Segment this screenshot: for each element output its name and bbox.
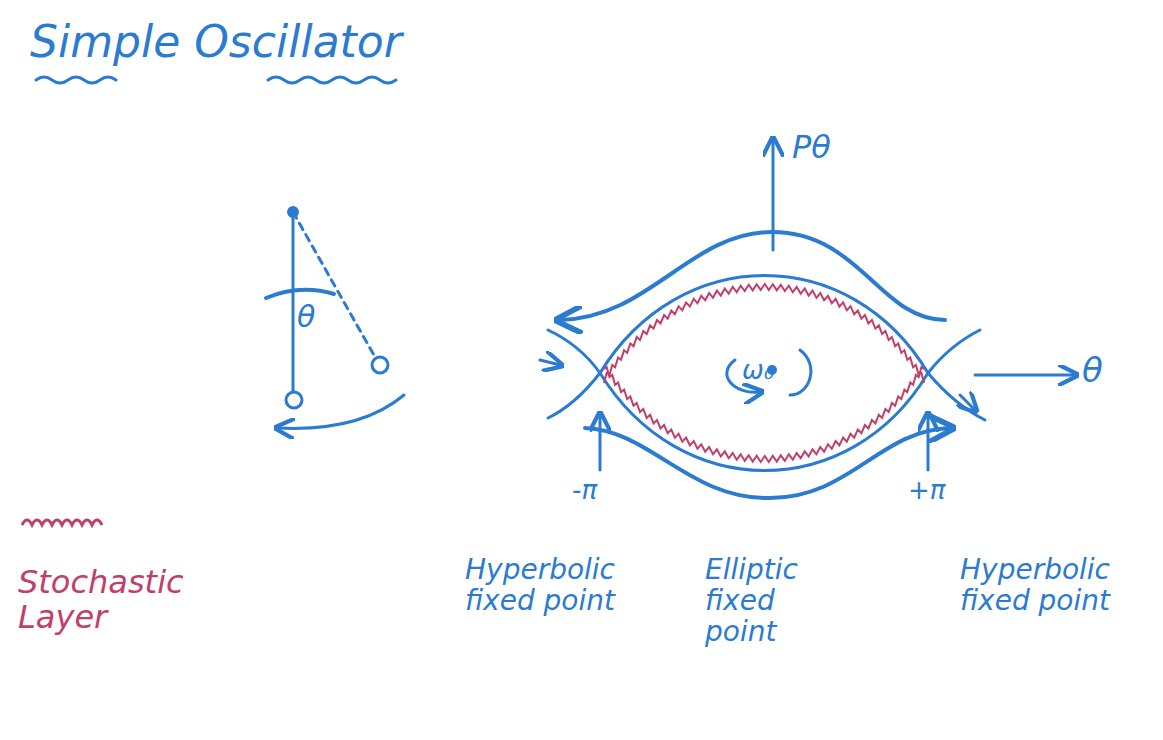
tick-label: +π — [908, 476, 945, 505]
axis-label: Pθ — [792, 130, 831, 165]
fixed-point-label: Hyperbolic fixed point — [465, 555, 615, 617]
angle-label: θ — [297, 300, 315, 333]
fixed-point-label: Elliptic fixed point — [705, 555, 825, 647]
axis-label: θ — [1082, 352, 1103, 389]
tick-label: -π — [572, 476, 597, 505]
frequency-label: ω₀ — [742, 356, 774, 385]
title: Simple Oscillator — [30, 18, 402, 66]
legend-text: Stochastic Layer — [18, 565, 208, 635]
fixed-point-label: Hyperbolic fixed point — [960, 555, 1120, 617]
legend-sample — [22, 520, 102, 525]
